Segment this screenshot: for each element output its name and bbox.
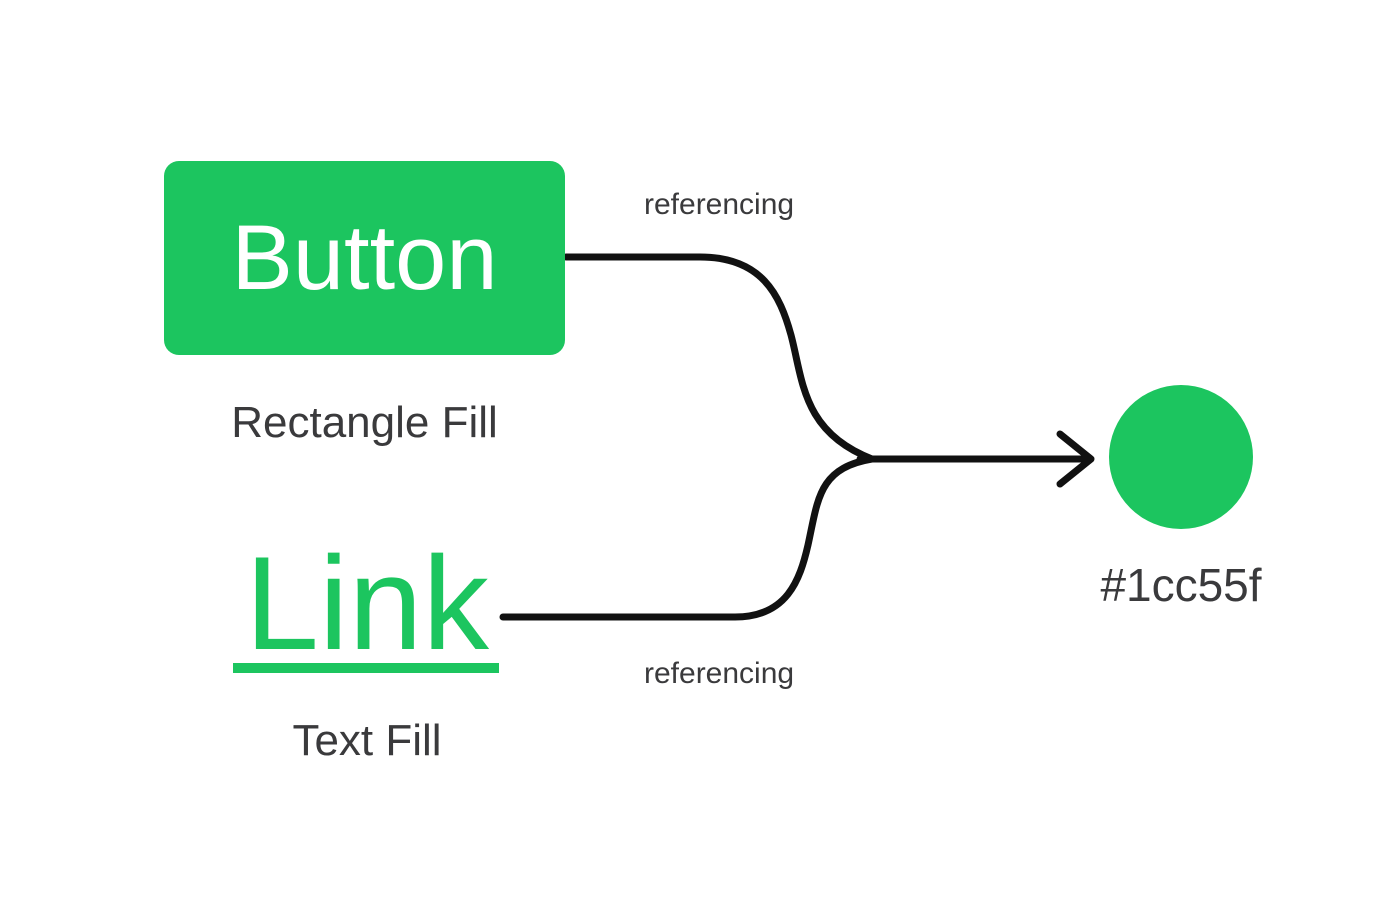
link-underline bbox=[233, 663, 499, 673]
edge-from-button bbox=[562, 253, 876, 463]
color-swatch-circle bbox=[1109, 385, 1253, 529]
color-swatch-hex-label: #1cc55f bbox=[1100, 559, 1262, 611]
link-node-label: Link bbox=[245, 530, 489, 678]
button-node-label: Button bbox=[231, 206, 498, 309]
link-node-caption: Text Fill bbox=[292, 716, 442, 765]
edge-label-bottom-referencing: referencing bbox=[644, 657, 795, 690]
edge-from-link bbox=[499, 455, 876, 621]
edge-label-top-referencing: referencing bbox=[644, 188, 795, 221]
link-node[interactable]: Link bbox=[233, 538, 501, 671]
button-node[interactable]: Button bbox=[164, 161, 565, 355]
button-node-caption: Rectangle Fill bbox=[231, 398, 498, 447]
arrow-head-icon bbox=[1056, 430, 1095, 488]
